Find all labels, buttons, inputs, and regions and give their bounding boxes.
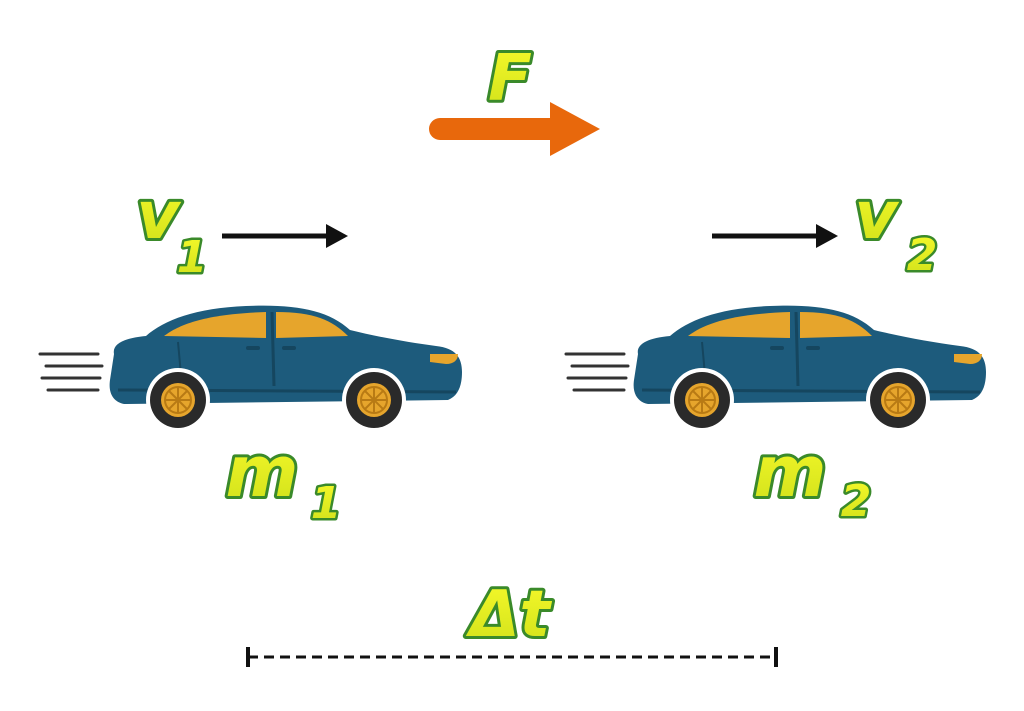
velocity-before-label: v — [136, 177, 181, 254]
car-icon — [632, 304, 988, 434]
velocity-before-subscript: 1 — [177, 232, 208, 283]
mass-before-label: m — [226, 431, 299, 513]
velocity-after-arrow — [712, 224, 838, 248]
car-before — [38, 304, 464, 434]
force-label: F — [488, 42, 532, 116]
car-after — [564, 304, 988, 434]
velocity-after-subscript: 2 — [907, 230, 938, 281]
force-arrow — [429, 102, 600, 156]
velocity-before-arrow — [222, 224, 348, 248]
time-interval-bar — [246, 647, 778, 667]
mass-after-label: m — [754, 431, 827, 513]
time-interval-label: Δt — [465, 578, 553, 652]
mass-before-subscript: 1 — [311, 478, 342, 529]
velocity-after-label: v — [854, 177, 899, 254]
arrow-head — [550, 102, 600, 156]
speed-lines-icon — [564, 352, 630, 392]
speed-lines-icon — [38, 352, 104, 392]
car-icon — [108, 304, 464, 434]
mass-after-subscript: 2 — [841, 476, 872, 527]
